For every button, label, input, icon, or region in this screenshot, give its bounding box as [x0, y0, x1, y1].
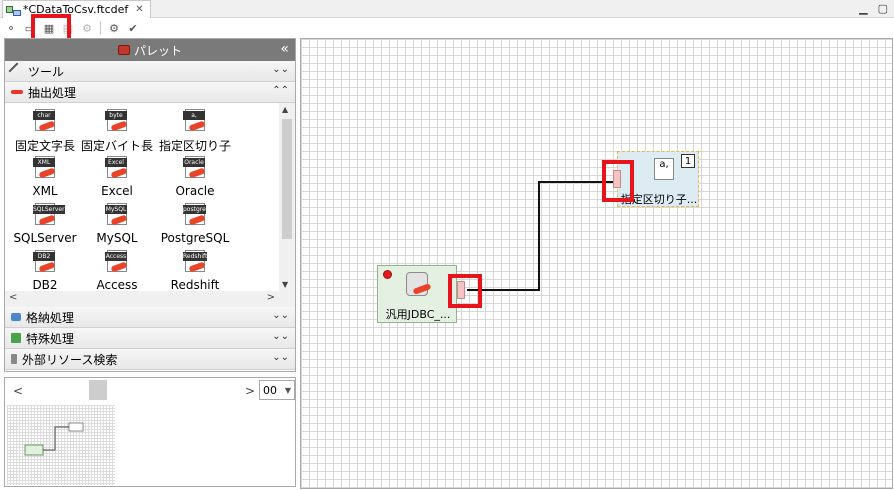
minimize-icon[interactable]: ▁	[859, 2, 868, 15]
chevron-down-icon: ⌄⌄	[272, 331, 289, 342]
palette-item-postgresql[interactable]: postgre PostgreSQL	[155, 203, 235, 245]
source-node-jdbc[interactable]: 汎用JDBC_...	[377, 265, 457, 323]
palette-horizontal-scrollbar[interactable]: < >	[5, 291, 295, 307]
mysql-icon: MySQL	[105, 203, 129, 229]
palette-item-access[interactable]: Access Access	[77, 250, 157, 291]
palette-vertical-scrollbar[interactable]: ▲ ▼	[279, 103, 295, 291]
db2-icon: DB2	[33, 250, 57, 276]
toolbar-separator	[100, 21, 101, 35]
fixed-char-icon: char	[33, 109, 57, 135]
access-icon: Access	[105, 250, 129, 276]
outline-panel: < > 00 ▼	[4, 377, 296, 487]
extract-items-area: char 固定文字長 byte 固定バイト長 a, 指定区切り子 XML XML…	[5, 103, 295, 291]
scroll-left-icon[interactable]: <	[9, 292, 18, 303]
drawer-extract-label: 抽出処理	[28, 85, 77, 100]
outline-scroll-thumb[interactable]	[89, 380, 107, 400]
scroll-right-icon[interactable]: >	[266, 292, 275, 303]
zoom-select[interactable]: 00 ▼	[259, 380, 295, 400]
chevron-down-icon: ⌄⌄	[272, 64, 289, 75]
store-icon	[11, 313, 21, 321]
editor-tab-bar: *CDataToCsv.ftcdef ✕ ▁ ▢	[0, 0, 894, 18]
palette-item-fixed-byte[interactable]: byte 固定バイト長	[77, 109, 157, 154]
xml-icon: XML	[33, 156, 57, 182]
drawer-tools-label: ツール	[28, 64, 65, 79]
drawer-tools[interactable]: ツール ⌄⌄	[5, 61, 295, 82]
collapse-palette-icon[interactable]: «	[280, 41, 289, 57]
special-icon	[11, 333, 21, 343]
chevron-down-icon: ⌄⌄	[272, 310, 289, 321]
outline-minimap[interactable]	[7, 405, 115, 485]
extract-icon	[11, 90, 23, 94]
outline-scroll-right[interactable]: >	[245, 384, 256, 398]
highlight-box-output-port	[448, 274, 482, 308]
oracle-icon: Oracle	[183, 156, 207, 182]
excel-icon: Excel	[105, 156, 129, 182]
source-output-port[interactable]	[457, 281, 465, 299]
palette-item-oracle[interactable]: Oracle Oracle	[155, 156, 235, 198]
palette-item-xml[interactable]: XML XML	[5, 156, 85, 198]
gear-run-icon[interactable]: ⚙	[109, 21, 119, 35]
close-icon[interactable]: ✕	[135, 4, 144, 15]
drawer-store[interactable]: 格納処理 ⌄⌄	[5, 307, 295, 328]
drawer-special-label: 特殊処理	[26, 331, 75, 346]
scroll-up-icon[interactable]: ▲	[282, 105, 289, 114]
scroll-down-icon[interactable]: ▼	[282, 280, 289, 289]
page-icon[interactable]: ▭	[24, 21, 36, 35]
tools-icon	[8, 62, 26, 80]
target-input-port[interactable]	[613, 170, 621, 188]
flow-canvas[interactable]: 汎用JDBC_... a, 1 指定区切り子...	[300, 38, 893, 489]
palette-item-sqlserver[interactable]: SQLServer SQLServer	[5, 203, 85, 245]
minimap-drawing	[24, 422, 84, 456]
palette-item-mysql[interactable]: MySQL MySQL	[77, 203, 157, 245]
scroll-thumb[interactable]	[282, 119, 292, 239]
palette-item-delimited[interactable]: a, 指定区切り子	[155, 109, 235, 154]
palette-item-fixed-char[interactable]: char 固定文字長	[5, 109, 85, 154]
drawer-special[interactable]: 特殊処理 ⌄⌄	[5, 328, 295, 349]
connection-line[interactable]	[301, 39, 894, 490]
outline-scroll-left[interactable]: <	[13, 384, 24, 398]
highlight-box-input-port	[602, 160, 634, 202]
chevron-down-icon: ▼	[284, 385, 291, 395]
tree-icon[interactable]: ⚬	[6, 21, 16, 35]
target-node-label: 指定区切り子...	[620, 193, 698, 206]
palette-title: パレット	[133, 43, 182, 58]
redshift-icon: Redshift	[183, 250, 208, 276]
sqlserver-icon: SQLServer	[33, 203, 65, 229]
check-icon[interactable]: ✔	[128, 21, 138, 35]
fixed-byte-icon: byte	[105, 109, 129, 135]
delimiter-icon: a,	[654, 158, 674, 180]
layout-icon[interactable]: ▦	[43, 21, 55, 35]
database-icon	[406, 272, 428, 296]
palette-icon	[117, 45, 130, 55]
editor-tab-title: *CDataToCsv.ftcdef	[23, 3, 129, 16]
settings-icon[interactable]: ⚙	[82, 21, 92, 35]
node-order-badge: 1	[681, 154, 695, 168]
chevron-up-icon: ⌃⌃	[272, 85, 289, 96]
drawer-extract[interactable]: 抽出処理 ⌃⌃	[5, 82, 295, 103]
palette-header: パレット «	[5, 39, 295, 61]
delimiter-icon: a,	[183, 109, 207, 135]
source-node-label: 汎用JDBC_...	[385, 308, 451, 321]
window-controls: ▁ ▢	[859, 2, 888, 15]
palette-item-redshift[interactable]: Redshift Redshift	[155, 250, 235, 291]
external-resource-icon	[11, 354, 17, 364]
drawer-store-label: 格納処理	[26, 310, 75, 325]
zoom-value: 00	[263, 383, 277, 397]
flow-file-icon	[6, 4, 21, 16]
palette-item-excel[interactable]: Excel Excel	[77, 156, 157, 198]
drawer-external-label: 外部リソース検索	[22, 352, 118, 367]
palette-panel: パレット « ツール ⌄⌄ 抽出処理 ⌃⌃ char 固定文字長 byte 固定…	[4, 38, 296, 372]
editor-tab[interactable]: *CDataToCsv.ftcdef ✕	[2, 0, 151, 18]
maximize-icon[interactable]: ▢	[877, 2, 888, 15]
drawer-external[interactable]: 外部リソース検索 ⌄⌄	[5, 349, 295, 370]
chevron-down-icon: ⌄⌄	[272, 352, 289, 363]
error-indicator-icon	[383, 270, 392, 279]
postgresql-icon: postgre	[183, 203, 207, 229]
palette-item-db2[interactable]: DB2 DB2	[5, 250, 85, 291]
